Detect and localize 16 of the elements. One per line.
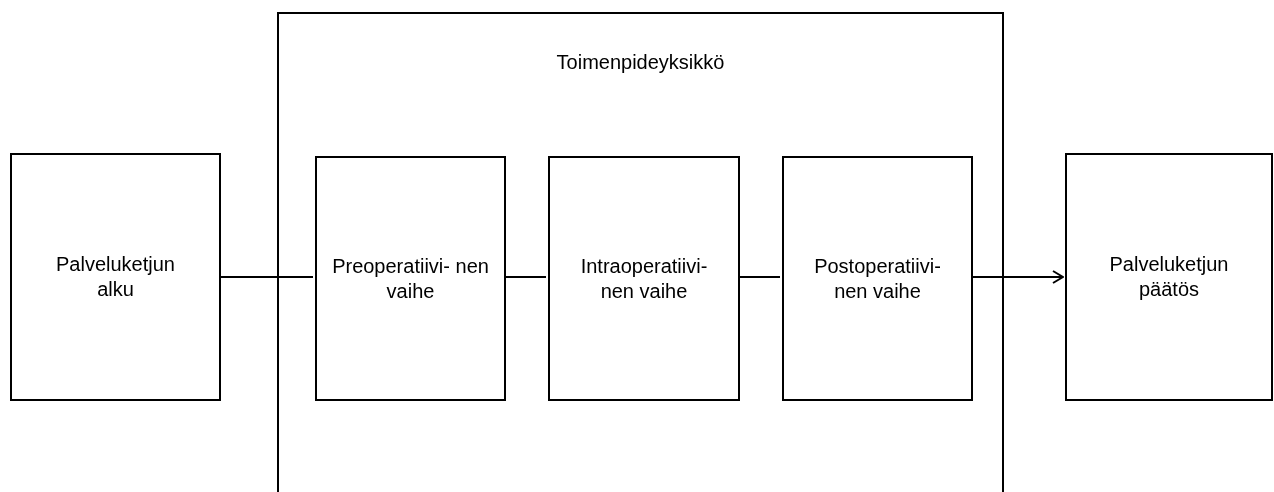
process-box — [315, 156, 506, 401]
box-label: Palveluketjun alku — [55, 252, 176, 302]
box-label: Intraoperatiivi- nen vaihe — [579, 253, 709, 304]
connector-line — [505, 276, 547, 278]
process-box — [782, 156, 973, 401]
connector-line — [220, 276, 314, 278]
container-heading: Toimenpideyksikkö — [555, 50, 726, 75]
process-box — [1065, 153, 1273, 401]
process-box — [10, 153, 221, 401]
process-box — [548, 156, 740, 401]
box-label: Preoperatiivi- nen vaihe — [331, 253, 490, 304]
unit-container — [277, 12, 1004, 492]
arrow — [972, 270, 1064, 284]
connector-line — [739, 276, 781, 278]
box-label: Postoperatiivi- nen vaihe — [813, 253, 942, 304]
box-label: Palveluketjun päätös — [1108, 252, 1230, 302]
